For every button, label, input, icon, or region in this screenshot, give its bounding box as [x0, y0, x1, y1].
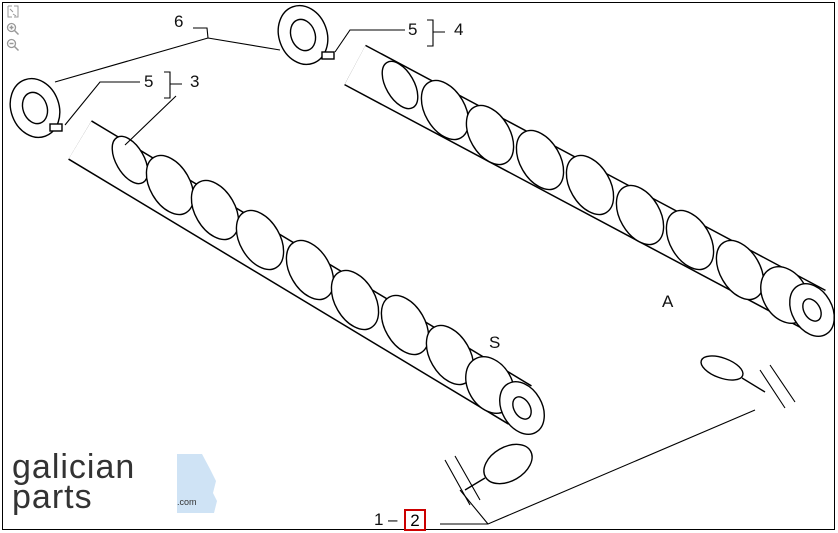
leader-lines [54, 19, 796, 525]
callout-6[interactable]: 6 [174, 12, 184, 31]
logo-map-shape [177, 454, 217, 513]
callout-1[interactable]: 1 [374, 510, 384, 529]
callout-3[interactable]: 3 [190, 72, 200, 91]
galicianparts-logo: galician parts .com [12, 448, 222, 517]
label-S: S [489, 333, 501, 352]
zoom-out-icon[interactable] [6, 38, 20, 52]
fit-view-icon[interactable] [6, 5, 20, 19]
oil-seal-left [9, 77, 63, 139]
zoom-in-icon[interactable] [6, 22, 20, 36]
callout-4[interactable]: 4 [454, 20, 464, 39]
logo-line2: parts [12, 478, 93, 516]
callout-dash: – [388, 510, 398, 529]
oil-seal-right [277, 4, 335, 66]
camshaft-exhaust [68, 120, 545, 435]
callout-2-highlighted[interactable]: 2 [404, 509, 426, 531]
shim-right [700, 355, 766, 393]
callout-5-top[interactable]: 5 [408, 20, 418, 39]
shim-left [464, 443, 533, 491]
callout-5-left[interactable]: 5 [144, 72, 154, 91]
logo-suffix: .com [177, 497, 197, 507]
camshaft-intake [344, 44, 835, 337]
label-A: A [662, 292, 674, 311]
logo-line1: galician [12, 448, 136, 486]
